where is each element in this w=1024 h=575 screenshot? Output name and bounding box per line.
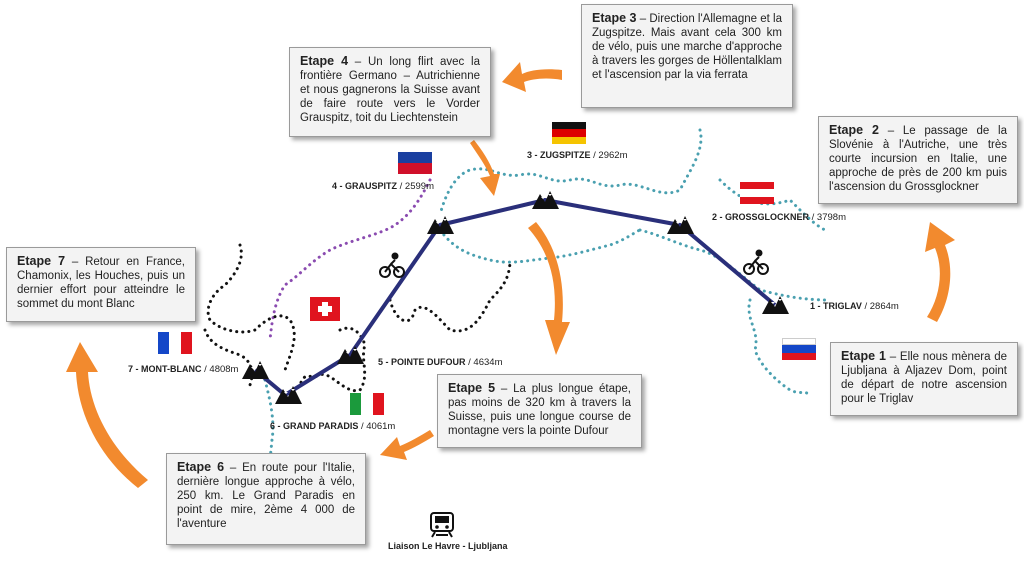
mountain-icon bbox=[532, 191, 559, 209]
stage-7-title: Etape 7 bbox=[17, 254, 66, 268]
border-austria-italy bbox=[638, 228, 832, 302]
mountain-icon bbox=[242, 361, 269, 379]
stage-7-text: – Retour en France, Chamonix, les Houche… bbox=[17, 256, 185, 310]
arrow-etape6-to-7 bbox=[66, 342, 148, 488]
border-austria-germany bbox=[438, 128, 703, 217]
mountain-icon bbox=[337, 346, 364, 364]
flag-austria bbox=[740, 182, 774, 204]
peak-label-triglav: 1 - TRIGLAV / 2864m bbox=[810, 301, 899, 312]
stage-1-text: – Elle nous mènera de Ljubljana à Aljaze… bbox=[841, 351, 1008, 405]
train-icon bbox=[430, 512, 454, 538]
stage-2-text: – Le passage de la Slovénie à l'Autriche… bbox=[829, 125, 1007, 193]
mountain-icon bbox=[275, 386, 302, 404]
stage-2-title: Etape 2 bbox=[829, 123, 879, 137]
stage-4-title: Etape 4 bbox=[300, 54, 349, 68]
stage-3-title: Etape 3 bbox=[592, 11, 637, 25]
arrow-etape3-to-4 bbox=[502, 62, 562, 92]
peak-label-mont-blanc: 7 - MONT-BLANC / 4808m bbox=[128, 364, 239, 375]
stage-7-box: Etape 7 – Retour en France, Chamonix, le… bbox=[6, 247, 196, 322]
flag-slovenia bbox=[782, 338, 816, 360]
stage-5-title: Etape 5 bbox=[448, 381, 496, 395]
arrow-etape5-down bbox=[528, 222, 570, 355]
border-swiss-italy-east bbox=[388, 258, 512, 333]
flag-france bbox=[158, 332, 192, 354]
border-liechtenstein bbox=[268, 178, 432, 342]
mountain-icon bbox=[427, 216, 454, 234]
mountain-icon bbox=[762, 296, 789, 314]
peak-label-grauspitz: 4 - GRAUSPITZ / 2599m bbox=[332, 181, 434, 192]
stage-2-box: Etape 2 – Le passage de la Slovénie à l'… bbox=[818, 116, 1018, 204]
flag-italy bbox=[350, 393, 384, 415]
mountain-icon bbox=[667, 216, 694, 234]
stage-3-text: – Direction l'Allemagne et la Zugspitze.… bbox=[592, 13, 782, 81]
stage-4-text: – Un long flirt avec la frontière German… bbox=[300, 56, 480, 124]
peak-label-grossglockner: 2 - GROSSGLOCKNER / 3798m bbox=[712, 212, 846, 223]
peak-label-pointe-dufour: 5 - POINTE DUFOUR / 4634m bbox=[378, 357, 503, 368]
stage-5-box: Etape 5 – La plus longue étape, pas moin… bbox=[437, 374, 642, 448]
stage-3-box: Etape 3 – Direction l'Allemagne et la Zu… bbox=[581, 4, 793, 108]
stage-6-text: – En route pour l'Italie, dernière longu… bbox=[177, 462, 355, 530]
border-swiss-italy bbox=[298, 326, 367, 393]
flag-switzerland bbox=[310, 297, 340, 321]
flag-germany bbox=[552, 122, 586, 144]
arrow-etape1-to-2 bbox=[925, 222, 955, 322]
border-swiss-austria bbox=[438, 228, 642, 264]
peak-label-grand-paradis: 6 - GRAND PARADIS / 4061m bbox=[270, 421, 396, 432]
border-slovenia bbox=[747, 298, 812, 397]
stage-1-title: Etape 1 bbox=[841, 349, 887, 363]
stage-6-title: Etape 6 bbox=[177, 460, 225, 474]
mountain-markers bbox=[242, 191, 789, 404]
stage-4-box: Etape 4 – Un long flirt avec la frontièr… bbox=[289, 47, 491, 137]
peak-label-zugspitze: 3 - ZUGSPITZE / 2962m bbox=[527, 150, 628, 161]
cyclist-icon bbox=[379, 252, 405, 278]
cyclist-icon bbox=[743, 249, 769, 275]
arrow-etape4-down bbox=[470, 140, 500, 196]
liaison-label: Liaison Le Havre - Ljubljana bbox=[388, 541, 508, 551]
stage-1-box: Etape 1 – Elle nous mènera de Ljubljana … bbox=[830, 342, 1018, 416]
stage-6-box: Etape 6 – En route pour l'Italie, derniè… bbox=[166, 453, 366, 545]
flag-liechtenstein bbox=[398, 152, 432, 174]
border-france-italy bbox=[206, 243, 296, 372]
stage-5-text: – La plus longue étape, pas moins de 320… bbox=[448, 383, 631, 437]
arrow-etape6 bbox=[380, 430, 434, 460]
border-austria-east bbox=[718, 178, 827, 232]
